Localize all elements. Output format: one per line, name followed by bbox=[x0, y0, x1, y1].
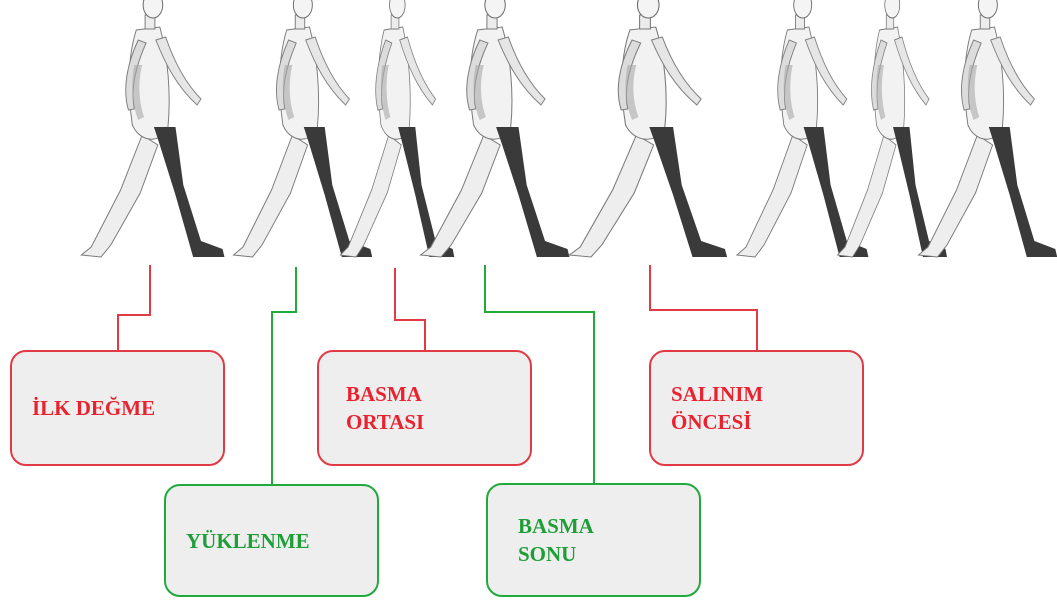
connector-basma-ortasi bbox=[394, 268, 426, 351]
phase-box-basma-ortasi: BASMA ORTASI bbox=[317, 350, 532, 466]
phase-label-ilk-degme: İLK DEĞME bbox=[32, 396, 156, 420]
walker-figure-8 bbox=[918, 0, 1057, 258]
phase-label-salinim-oncesi: SALINIM ÖNCESİ bbox=[671, 382, 764, 434]
walker-figure-6 bbox=[736, 0, 869, 258]
walker-figure-4 bbox=[420, 0, 571, 258]
phase-box-salinim-oncesi: SALINIM ÖNCESİ bbox=[649, 350, 864, 466]
connector-ilk-degme bbox=[117, 265, 151, 350]
walker-figure-2 bbox=[233, 0, 373, 258]
walker-figure-5 bbox=[568, 0, 728, 258]
connector-yuklenme bbox=[271, 267, 297, 485]
phase-box-basma-sonu: BASMA SONU bbox=[486, 483, 701, 597]
connector-salinim-oncesi bbox=[649, 265, 758, 351]
phase-box-ilk-degme: İLK DEĞME bbox=[10, 350, 225, 466]
phase-box-yuklenme: YÜKLENME bbox=[164, 484, 379, 597]
walker-figure-7 bbox=[837, 0, 948, 258]
phase-label-basma-ortasi: BASMA ORTASI bbox=[346, 382, 425, 434]
walker-figure-1 bbox=[80, 0, 225, 258]
phase-label-yuklenme: YÜKLENME bbox=[186, 528, 310, 553]
walker-figure-3 bbox=[339, 0, 455, 258]
gait-cycle-figures bbox=[80, 0, 1057, 258]
phase-label-basma-sonu: BASMA SONU bbox=[518, 514, 594, 566]
